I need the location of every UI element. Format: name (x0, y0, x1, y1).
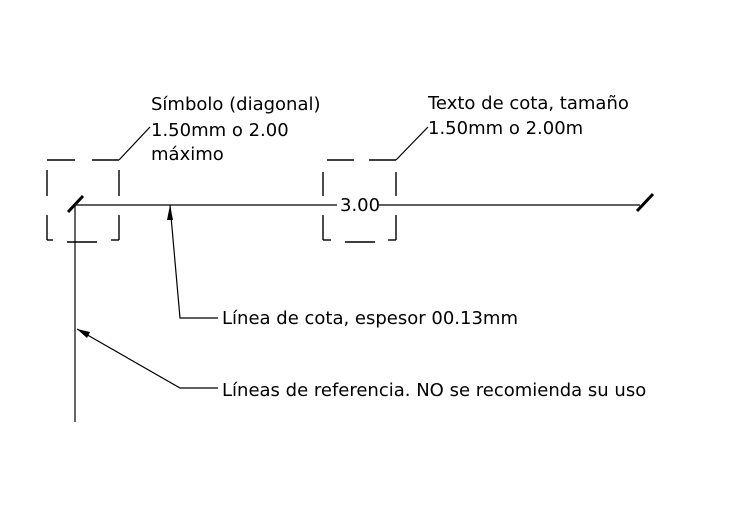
dimension-value: 3.00 (340, 195, 380, 216)
left-diagonal-tick (66, 194, 85, 214)
dimension-line-leader (169, 204, 218, 319)
dimension-line-annotation: Línea de cota, espesor 00.13mm (222, 308, 518, 329)
symbol-size-box (46, 159, 120, 243)
extension-lines-annotation: Líneas de referencia. NO se recomienda s… (222, 380, 646, 401)
text-size-annotation-line1: Texto de cota, tamaño (427, 93, 629, 114)
text-size-leader (395, 126, 429, 161)
extension-line-arrowhead (77, 329, 90, 338)
symbol-annotation-line3: máximo (151, 144, 224, 165)
dimension-value-background (337, 194, 379, 214)
symbol-leader (118, 126, 151, 161)
text-size-annotation-line2: 1.50mm o 2.00m (428, 118, 583, 139)
extension-line-leader (76, 328, 218, 389)
text-size-box (322, 159, 397, 243)
right-diagonal-tick (635, 192, 655, 213)
dimension-line-arrowhead (167, 205, 173, 220)
symbol-annotation-line2: 1.50mm o 2.00 (151, 120, 289, 141)
symbol-annotation-line1: Símbolo (diagonal) (151, 94, 321, 115)
